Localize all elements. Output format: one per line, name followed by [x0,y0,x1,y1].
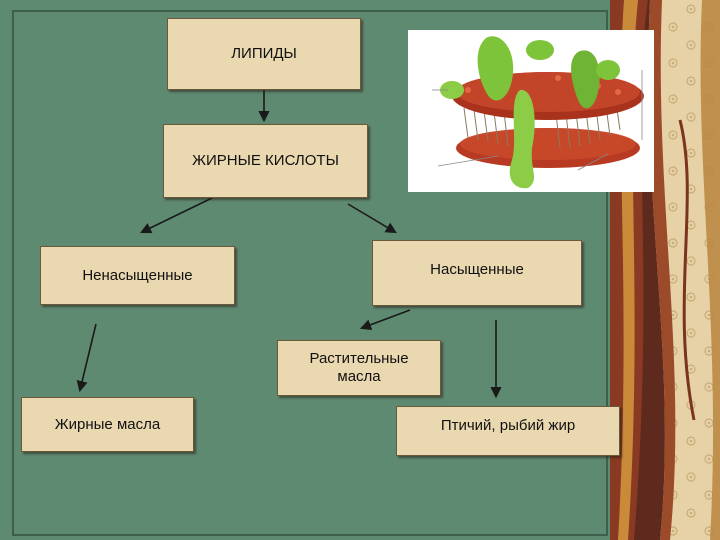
box-lipids-label: ЛИПИДЫ [231,45,297,62]
arrow-fatty-to-unsaturated [139,197,213,234]
box-vegetable-oils-label: Растительные масла [309,350,409,385]
box-fatty-acids-label: ЖИРНЫЕ КИСЛОТЫ [192,152,339,169]
box-lipids: ЛИПИДЫ [167,18,361,90]
slide-frame [12,10,608,536]
arrow-unsaturated-to-fatty-oils [76,323,97,393]
box-fatty-acids: ЖИРНЫЕ КИСЛОТЫ [163,124,368,198]
box-unsaturated-label: Ненасыщенные [82,266,193,284]
lipid-bilayer-illustration [408,30,654,192]
arrow-saturated-to-vegetable-oils [359,309,411,331]
box-vegetable-oils: Растительные масла [277,340,441,396]
box-bird-fish-fat: Птичий, рыбий жир [396,406,620,456]
box-unsaturated: Ненасыщенные [40,246,235,305]
box-bird-fish-fat-label: Птичий, рыбий жир [440,417,576,434]
annotation-lines [432,70,643,171]
box-fatty-oils: Жирные масла [21,397,194,452]
box-saturated-label: Насыщенные [430,261,524,278]
arrow-fatty-to-saturated [347,203,397,234]
box-saturated: Насыщенные [372,240,582,306]
membrane-proteins [440,36,620,189]
lower-head-row [456,128,640,168]
box-fatty-oils-label: Жирные масла [54,415,161,433]
